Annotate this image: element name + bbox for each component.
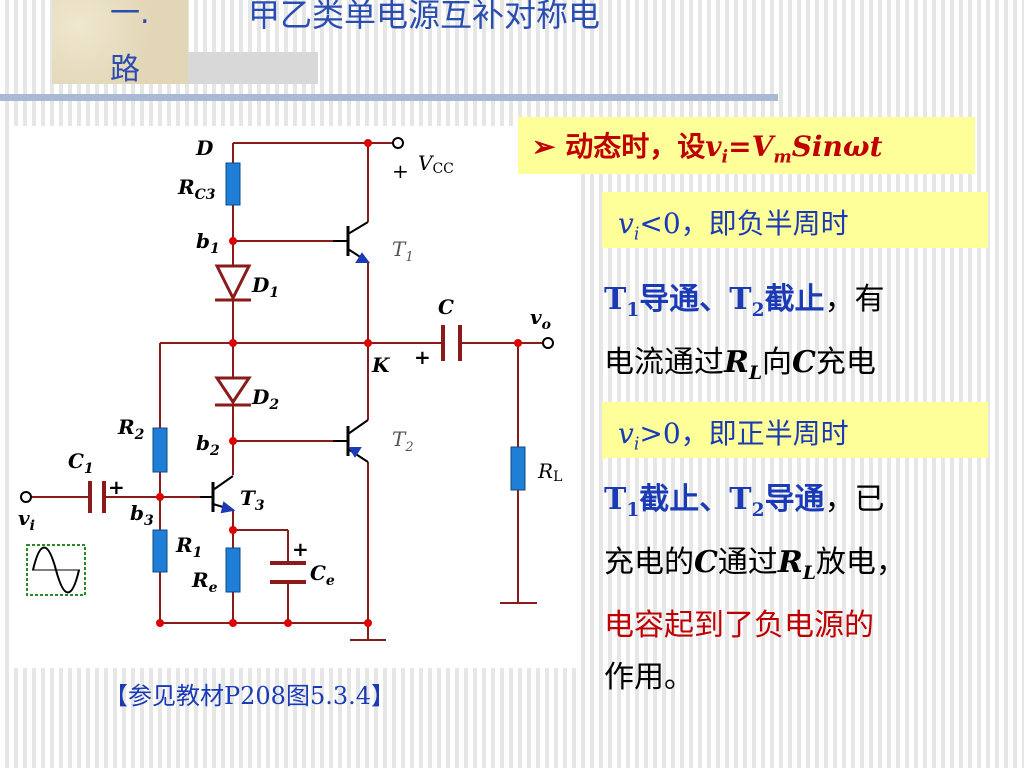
transistor-t2 — [333, 419, 369, 463]
label-d2: D2 — [251, 385, 279, 413]
negative-line-1: T1导通、T2截止，有 — [604, 282, 885, 321]
section-word: 路 — [110, 52, 140, 87]
diodes — [214, 264, 252, 407]
label-b1: b1 — [196, 229, 220, 257]
label-vo: vo — [530, 305, 551, 333]
label-ce: Ce — [310, 561, 335, 589]
transistors — [200, 221, 370, 514]
label-r2: R2 — [117, 415, 145, 443]
title-divider — [0, 94, 778, 101]
circuit-labels: D RC3 b1 D1 D2 R2 b2 C1 b3 vi T3 R1 Re C… — [18, 136, 551, 596]
positive-line-4: 作用。 — [604, 660, 694, 695]
title-shadow-band — [188, 52, 318, 84]
label-c1: C1 — [68, 449, 94, 477]
textbook-reference: 【参见教材P208图5.3.4】 — [104, 682, 396, 710]
positive-line-1: T1截止、T2导通，已 — [604, 482, 885, 521]
resistor-rl — [510, 446, 526, 491]
positive-half-box: vi>0，即正半周时 — [602, 402, 988, 458]
label-t2: T2 — [392, 427, 414, 455]
label-vi: vi — [18, 506, 35, 534]
label-ce-plus: + — [292, 537, 309, 561]
vi-terminal — [20, 491, 32, 503]
resistor-r2 — [152, 427, 168, 473]
vcc-terminal — [392, 137, 404, 149]
transistor-t1 — [333, 221, 370, 263]
positive-line-3: 电容起到了负电源的 — [604, 608, 874, 643]
transistor-t3 — [200, 475, 236, 514]
label-t3: T3 — [240, 486, 265, 514]
negative-half-text: vi<0，即负半周时 — [618, 207, 849, 245]
label-t1: T1 — [392, 237, 414, 265]
negative-half-box: vi<0，即负半周时 — [602, 192, 988, 248]
terminals — [20, 137, 554, 503]
positive-half-explanation: T1截止、T2导通，已 充电的C通过RL放电， 电容起到了负电源的 作用。 — [604, 474, 906, 704]
circuit-plain-labels: + VCC T1 T2 RL + + + — [108, 151, 562, 561]
label-c1-plus: + — [108, 475, 125, 499]
sine-source-icon — [26, 544, 86, 596]
label-r1: R1 — [175, 533, 202, 561]
diode-d2 — [214, 376, 252, 405]
section-number: 一. — [110, 0, 150, 31]
vo-terminal — [542, 337, 554, 349]
page-title: 甲乙类单电源互补对称电 — [248, 0, 601, 34]
dynamic-condition-box: ➢ 动态时，设vi=VmSinωt — [518, 117, 975, 174]
resistors — [152, 162, 526, 593]
positive-line-2: 充电的C通过RL放电， — [604, 545, 906, 584]
label-b2: b2 — [196, 431, 220, 459]
negative-line-2: 电流通过RL向C充电 — [604, 345, 876, 384]
resistor-rc3 — [225, 162, 241, 206]
circuit-panel: D RC3 b1 D1 D2 R2 b2 C1 b3 vi T3 R1 Re C… — [12, 126, 576, 668]
label-d: D — [195, 136, 214, 160]
dynamic-condition-text: ➢ 动态时，设vi=VmSinωt — [532, 130, 883, 168]
diode-d1 — [214, 264, 252, 302]
label-c-plus: + — [414, 345, 431, 369]
capacitors — [88, 325, 462, 584]
wires — [30, 142, 545, 641]
junction-nodes — [156, 139, 522, 627]
label-rl: RL — [537, 459, 562, 485]
label-re: Re — [191, 568, 218, 596]
section-number-box: 一. 路 — [52, 0, 188, 87]
resistor-r1 — [152, 529, 168, 573]
label-c: C — [438, 295, 454, 319]
positive-half-text: vi>0，即正半周时 — [618, 417, 849, 455]
arrow-bullet-icon: ➢ — [532, 130, 566, 163]
label-vcc: VCC — [418, 151, 454, 177]
resistor-re — [225, 547, 241, 593]
label-b3: b3 — [130, 501, 154, 529]
label-rc3: RC3 — [177, 175, 216, 203]
label-vcc-plus: + — [392, 159, 409, 183]
label-d1: D1 — [251, 273, 279, 301]
label-k: K — [371, 353, 391, 377]
negative-half-explanation: T1导通、T2截止，有 电流通过RL向C充电 — [604, 274, 885, 400]
circuit-diagram: D RC3 b1 D1 D2 R2 b2 C1 b3 vi T3 R1 Re C… — [18, 136, 562, 641]
